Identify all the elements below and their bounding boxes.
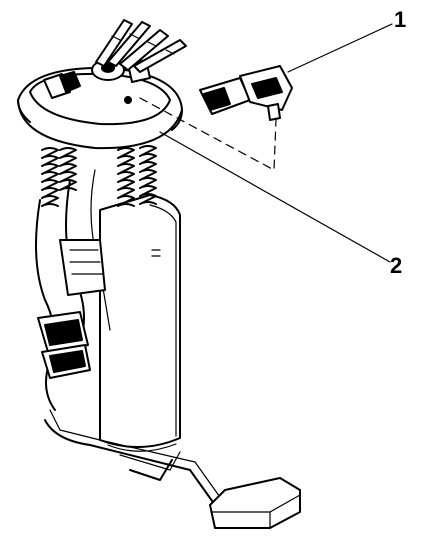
leader-lines: [159, 23, 393, 263]
fuel-pressure-sensor: [199, 65, 293, 121]
reservoir-canister: [99, 194, 181, 452]
callout-number-2: 2: [390, 253, 403, 278]
callout-number-1: 1: [394, 7, 407, 32]
harness-connector: [37, 311, 91, 379]
fuel-line-tubes: [95, 19, 187, 73]
fuel-level-float: [209, 477, 301, 529]
float-arm: [44, 409, 223, 506]
coil-springs: [41, 145, 157, 207]
alignment-line: [139, 97, 277, 171]
